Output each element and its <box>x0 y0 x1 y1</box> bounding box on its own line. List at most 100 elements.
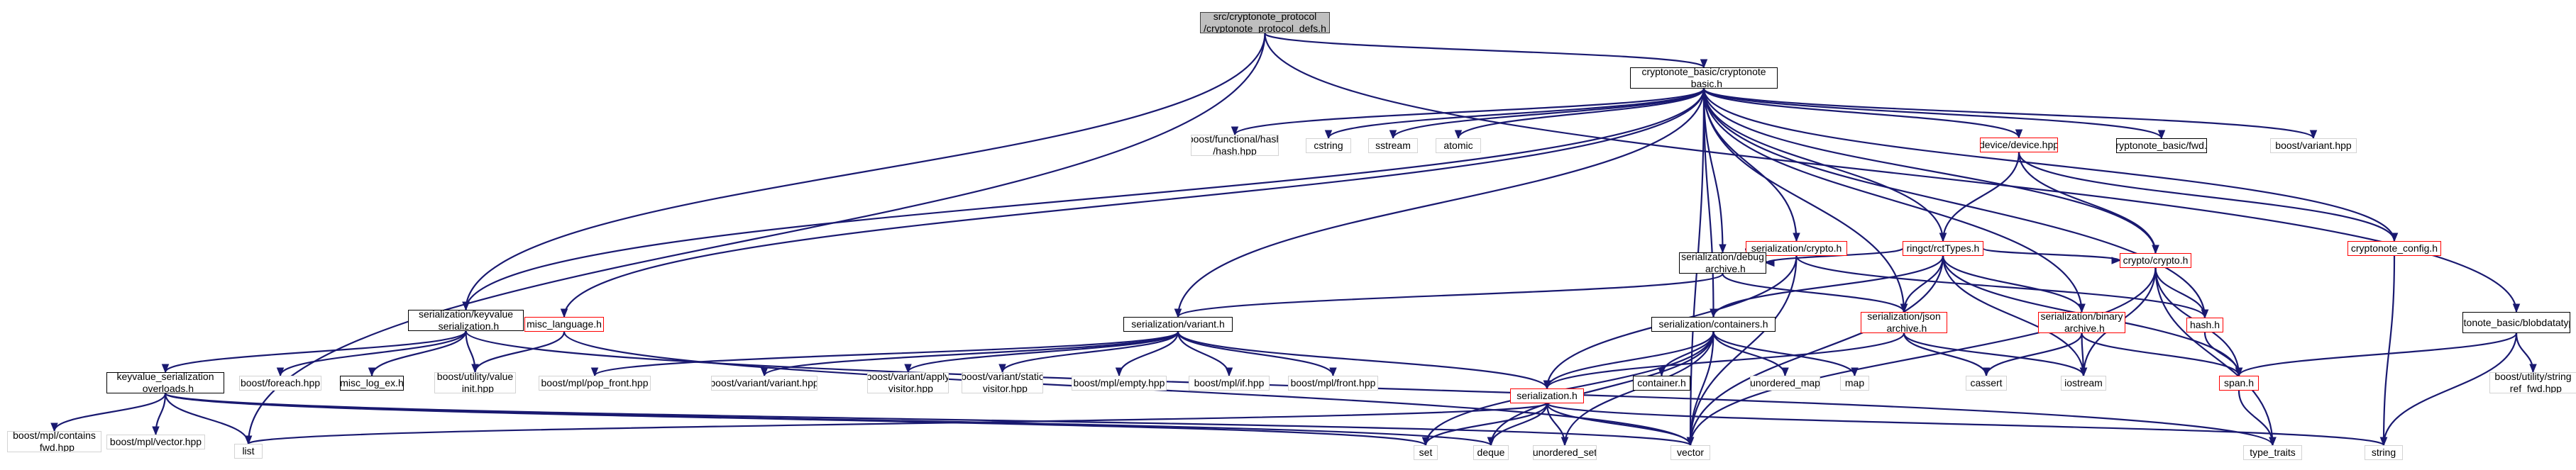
arrowhead-blobdt-to-span <box>2235 367 2243 377</box>
arrowhead-binary-to-cassert <box>1982 367 1991 377</box>
arrowhead-rct-to-cryptoh <box>2111 257 2121 264</box>
node-binary[interactable]: serialization/binary _archive.h <box>2038 312 2125 333</box>
arrowhead-kvover-to-vector <box>1686 437 1695 447</box>
edge-misclang-to-valinit <box>474 331 566 373</box>
arrowhead-cryptoh-to-hashh <box>2201 309 2209 319</box>
node-sstream[interactable]: sstream <box>1368 138 1418 153</box>
edge-basic-to-servariant <box>1177 88 1705 318</box>
edge-rct-to-iostream <box>1942 255 2085 376</box>
edge-serialization-to-list <box>247 402 1548 445</box>
edge-basic-to-cnconfig <box>1702 88 2396 242</box>
arrowhead-servariant-to-staticvis <box>998 364 1006 374</box>
arrowhead-rct-to-binary <box>2078 303 2086 313</box>
node-rct[interactable]: ringct/rctTypes.h <box>1903 241 1983 256</box>
node-cassert[interactable]: cassert <box>1966 376 2007 391</box>
arrowhead-debug-to-servariant <box>1174 308 1182 318</box>
node-staticvis[interactable]: boost/variant/static _visitor.hpp <box>962 372 1043 393</box>
edge-serialization-to-vector <box>1546 403 1692 446</box>
node-uset[interactable]: unordered_set <box>1533 445 1597 460</box>
edge-kvover-to-vector <box>164 393 1692 446</box>
edge-cryptoh-to-vector <box>1689 267 2157 446</box>
arrowhead-kvser-to-typetraits <box>2269 437 2277 447</box>
node-hashh[interactable]: hash.h <box>2186 318 2223 332</box>
edge-basic-to-rct <box>1702 88 1944 242</box>
node-kvover[interactable]: keyvalue_serialization _overloads.h <box>106 372 224 393</box>
node-atomic[interactable]: atomic <box>1436 138 1481 153</box>
node-cryptoh[interactable]: crypto/crypto.h <box>2120 253 2191 268</box>
edge-cryptoh-to-typetraits <box>2154 267 2274 446</box>
node-kvser[interactable]: serialization/keyvalue _serialization.h <box>408 310 524 331</box>
arrowhead-kvover-to-mplvector <box>152 426 160 436</box>
node-iostream[interactable]: iostream <box>2061 376 2106 391</box>
node-debug[interactable]: serialization/debug _archive.h <box>1679 252 1766 274</box>
arrowhead-kvover-to-deque <box>1487 437 1495 447</box>
arrowhead-servariant-to-mplempty <box>1115 367 1123 377</box>
arrowhead-kvover-to-list <box>244 435 253 445</box>
edge-basic-to-bvariant <box>1702 88 2315 139</box>
edge-blobdt-to-string <box>2382 332 2518 446</box>
node-deque[interactable]: deque <box>1473 445 1509 460</box>
arrowhead-basic-to-bvariant <box>2309 130 2318 140</box>
node-mplvector[interactable]: boost/mpl/vector.hpp <box>106 435 205 449</box>
node-device[interactable]: device/device.hpp <box>1980 138 2058 152</box>
node-typetraits[interactable]: type_traits <box>2243 445 2302 460</box>
node-strref[interactable]: boost/utility/string _ref_fwd.hpp <box>2489 372 2576 393</box>
node-blobdt[interactable]: cryptonote_basic/blobdatatype.h <box>2462 312 2570 333</box>
edge-json-to-cassert <box>1903 332 1988 376</box>
node-servariant[interactable]: serialization/variant.h <box>1123 317 1233 332</box>
node-span[interactable]: span.h <box>2219 376 2259 391</box>
node-root[interactable]: src/cryptonote_protocol /cryptonote_prot… <box>1200 12 1330 33</box>
node-mplfront[interactable]: boost/mpl/front.hpp <box>1288 376 1378 391</box>
arrowhead-basic-to-funchash <box>1231 126 1239 136</box>
arrowhead-kvover-to-contains <box>50 423 58 432</box>
node-list[interactable]: list <box>234 444 263 459</box>
node-mplif[interactable]: boost/mpl/if.hpp <box>1189 376 1270 391</box>
edge-servariant-to-mplfront <box>1177 331 1334 376</box>
node-funchash[interactable]: boost/functional/hash /hash.hpp <box>1191 135 1279 156</box>
node-containers[interactable]: serialization/containers.h <box>1651 317 1776 332</box>
edge-servariant-to-popfront <box>593 330 1179 377</box>
node-mplempty[interactable]: boost/mpl/empty.hpp <box>1072 376 1167 391</box>
edge-containers-to-vector <box>1689 331 1714 446</box>
node-bvariant[interactable]: boost/variant.hpp <box>2270 138 2357 153</box>
node-foreach[interactable]: boost/foreach.hpp <box>239 376 321 391</box>
arrowhead-device-to-cryptoh <box>2152 245 2159 254</box>
edge-basic-to-funchash <box>1233 87 1705 136</box>
arrowhead-kvover-to-set <box>1421 437 1430 447</box>
edge-device-to-cryptoh <box>2018 152 2157 254</box>
node-sercrypto[interactable]: serialization/crypto.h <box>1746 241 1847 256</box>
node-vector[interactable]: vector <box>1670 445 1710 460</box>
edge-kvover-to-deque <box>164 393 1492 446</box>
node-containerh[interactable]: container.h <box>1633 376 1690 391</box>
arrowhead-root-to-blobdt <box>2512 303 2521 313</box>
node-valinit[interactable]: boost/utility/value _init.hpp <box>434 372 516 393</box>
node-serialization[interactable]: serialization.h <box>1510 388 1584 403</box>
node-contains[interactable]: boost/mpl/contains _fwd.hpp <box>7 431 101 452</box>
node-set[interactable]: set <box>1414 445 1438 460</box>
arrowhead-basic-to-misclang <box>560 308 568 318</box>
arrowhead-servariant-to-mplfront <box>1329 367 1337 377</box>
node-misclang[interactable]: misc_language.h <box>524 317 604 332</box>
edge-root-to-kvser <box>465 33 1266 310</box>
node-fwd[interactable]: cryptonote_basic/fwd.h <box>2116 138 2207 153</box>
node-basic[interactable]: cryptonote_basic/cryptonote _basic.h <box>1630 67 1778 89</box>
arrowhead-servariant-to-applyvis <box>904 364 912 374</box>
node-popfront[interactable]: boost/mpl/pop_front.hpp <box>539 376 651 391</box>
node-varvar[interactable]: boost/variant/variant.hpp <box>711 376 818 391</box>
edge-blobdt-to-span <box>2238 332 2518 376</box>
node-cnconfig[interactable]: cryptonote_config.h <box>2347 241 2441 256</box>
node-map[interactable]: map <box>1840 376 1869 391</box>
arrowhead-serialization-to-uset <box>1561 437 1569 447</box>
arrowhead-basic-to-debug <box>1719 244 1727 254</box>
node-umap[interactable]: unordered_map <box>1750 376 1820 391</box>
edge-containers-to-deque <box>1490 331 1714 446</box>
node-applyvis[interactable]: boost/variant/apply _visitor.hpp <box>867 372 949 393</box>
edge-kvser-to-misclog <box>370 330 467 376</box>
node-cstring[interactable]: cstring <box>1306 138 1351 153</box>
arrowhead-basic-to-sstream <box>1389 130 1397 140</box>
edge-root-to-basic <box>1264 32 1705 69</box>
node-string[interactable]: string <box>2365 445 2403 460</box>
node-misclog[interactable]: misc_log_ex.h <box>340 376 404 391</box>
edge-sercrypto-to-vector <box>1689 255 1798 446</box>
node-json[interactable]: serialization/json _archive.h <box>1861 312 1947 333</box>
